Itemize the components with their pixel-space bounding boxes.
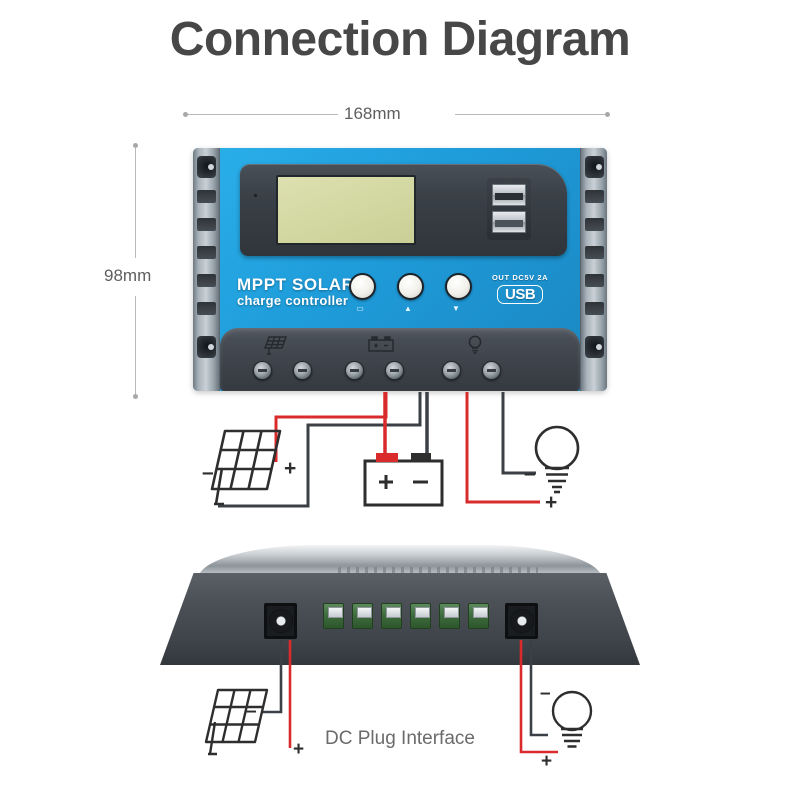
green-terminal-block[interactable] <box>410 603 431 629</box>
green-terminal-block[interactable] <box>439 603 460 629</box>
solar-negative-sign: – <box>202 461 214 484</box>
embossed-markings <box>338 567 538 576</box>
green-terminal-block[interactable] <box>323 603 344 629</box>
mount-hole-bottom-right <box>585 336 604 358</box>
usb-port-block[interactable] <box>487 178 531 240</box>
green-terminal-block[interactable] <box>352 603 373 629</box>
heatsink-fin <box>197 190 216 203</box>
heatsink-fin <box>585 246 604 259</box>
bottom-load-positive-sign: + <box>541 751 553 772</box>
usb-port-upper-icon[interactable] <box>492 184 526 206</box>
height-dim-dot-top <box>133 143 138 148</box>
width-dim-line-right <box>455 114 605 115</box>
down-button[interactable] <box>445 273 472 300</box>
heatsink-fin <box>197 274 216 287</box>
usb-logo-icon: USB <box>497 285 544 304</box>
screw-terminal[interactable] <box>253 361 272 380</box>
heatsink-fin <box>585 218 604 231</box>
screw-terminal[interactable] <box>385 361 404 380</box>
screw-terminal[interactable] <box>442 361 461 380</box>
height-dimension-label: 98mm <box>104 266 152 285</box>
up-button[interactable] <box>397 273 424 300</box>
width-dim-dot-left <box>183 112 188 117</box>
solar-panel-terminal-icon <box>264 336 287 355</box>
status-led-icon <box>254 194 257 197</box>
load-positive-sign: + <box>545 491 558 514</box>
bottom-solar-negative-sign: – <box>246 701 257 722</box>
mount-hole-top-left <box>197 156 216 178</box>
green-terminal-block[interactable] <box>381 603 402 629</box>
down-arrow-glyph-icon: ▼ <box>452 304 460 313</box>
page-title: Connection Diagram <box>169 13 631 66</box>
lcd-screen <box>276 175 416 245</box>
width-dim-dot-right <box>605 112 610 117</box>
dc-plug-jack-solar[interactable] <box>264 603 297 639</box>
solar-positive-wire <box>274 392 388 462</box>
menu-glyph-icon: ▭ <box>356 304 364 313</box>
usb-output-rating-text: OUT DC5V 2A <box>492 273 549 282</box>
load-negative-wire <box>501 392 536 475</box>
brand-line-secondary: charge controller <box>237 292 349 308</box>
dc-plug-interface-caption: DC Plug Interface <box>325 728 475 749</box>
up-arrow-glyph-icon: ▲ <box>404 304 412 313</box>
battery-terminal-icon <box>368 336 394 352</box>
light-bulb-icon-top <box>534 425 580 494</box>
screw-terminal[interactable] <box>482 361 501 380</box>
screw-terminal[interactable] <box>345 361 364 380</box>
height-dim-line-top <box>135 148 136 258</box>
solar-panel-icon-top <box>210 429 282 506</box>
heatsink-fin <box>197 302 216 315</box>
width-dimension-label: 168mm <box>344 104 401 123</box>
menu-button[interactable] <box>349 273 376 300</box>
height-dim-line-bottom <box>135 296 136 396</box>
battery-icon-top <box>363 453 444 507</box>
bottom-solar-positive-sign: + <box>293 739 305 760</box>
usb-output-label: OUT DC5V 2A USB <box>492 273 548 304</box>
load-lamp-terminal-icon <box>468 335 482 354</box>
heatsink-fin <box>197 218 216 231</box>
solar-positive-sign: + <box>284 457 297 480</box>
terminal-band <box>220 328 580 391</box>
heatsink-left <box>193 148 220 391</box>
green-terminal-block[interactable] <box>468 603 489 629</box>
load-positive-wire <box>465 392 540 504</box>
heatsink-fin <box>585 274 604 287</box>
heatsink-fin <box>585 302 604 315</box>
screw-terminal[interactable] <box>293 361 312 380</box>
heatsink-fin <box>197 246 216 259</box>
mount-hole-top-right <box>585 156 604 178</box>
bottom-load-negative-sign: – <box>540 683 551 704</box>
load-negative-sign: – <box>524 462 536 485</box>
dc-plug-jack-load[interactable] <box>505 603 538 639</box>
brand-line-primary: MPPT SOLAR <box>237 275 355 294</box>
solar-negative-wire <box>218 392 422 508</box>
width-dim-line-left <box>188 114 338 115</box>
mount-hole-bottom-left <box>197 336 216 358</box>
heatsink-fin <box>585 190 604 203</box>
mppt-charge-controller-front-view: MPPT SOLAR charge controller ▭ ▲ ▼ OUT D… <box>193 148 607 391</box>
brand-text: MPPT SOLAR charge controller <box>237 276 354 307</box>
height-dim-dot-bottom <box>133 394 138 399</box>
usb-port-lower-icon[interactable] <box>492 211 526 233</box>
mppt-charge-controller-bottom-view <box>160 545 640 665</box>
heatsink-right <box>580 148 607 391</box>
display-housing <box>240 164 567 256</box>
